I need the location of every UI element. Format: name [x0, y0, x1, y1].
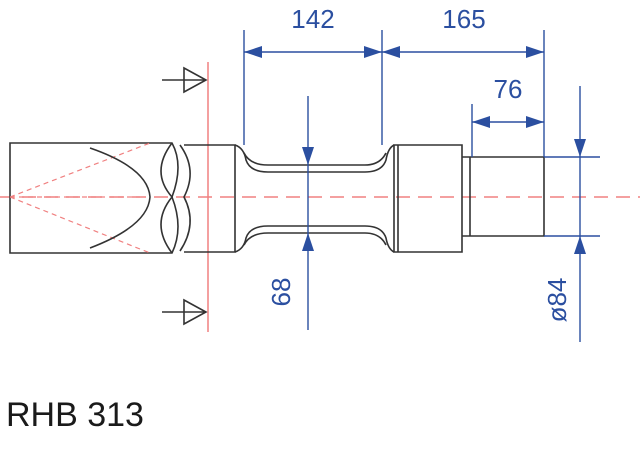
dim-arrow-165-l — [382, 46, 400, 58]
chisel-tip — [9, 142, 179, 254]
dim-label-142: 142 — [291, 4, 334, 34]
dim-arrow-142-r — [364, 46, 382, 58]
section-arrow-top — [162, 66, 208, 94]
dim-arrow-142-l — [244, 46, 262, 58]
dim-arrow-phi-bottom — [574, 236, 586, 254]
shoulder-transition — [160, 142, 191, 254]
dim-arrow-76-r — [526, 116, 544, 128]
dim-label-phi84: ø84 — [542, 278, 572, 323]
dim-label-165: 165 — [442, 4, 485, 34]
dim-arrow-68-bottom — [302, 233, 314, 251]
shank — [462, 156, 545, 237]
section-arrow-bottom — [162, 298, 208, 326]
dim-arrow-165-r — [526, 46, 544, 58]
dim-label-68: 68 — [266, 278, 296, 307]
chisel-taper-curve — [89, 147, 151, 249]
dim-arrow-76-l — [472, 116, 490, 128]
chisel-hidden-edges — [9, 142, 151, 254]
collar-inner-lines — [243, 152, 387, 246]
collar-section — [234, 144, 395, 253]
dim-label-76: 76 — [494, 74, 523, 104]
rear-body — [393, 144, 463, 253]
dim-arrow-phi-top — [574, 139, 586, 157]
model-label: RHB 313 — [6, 396, 144, 434]
body-front — [184, 144, 236, 253]
dim-arrow-68-top — [302, 147, 314, 165]
